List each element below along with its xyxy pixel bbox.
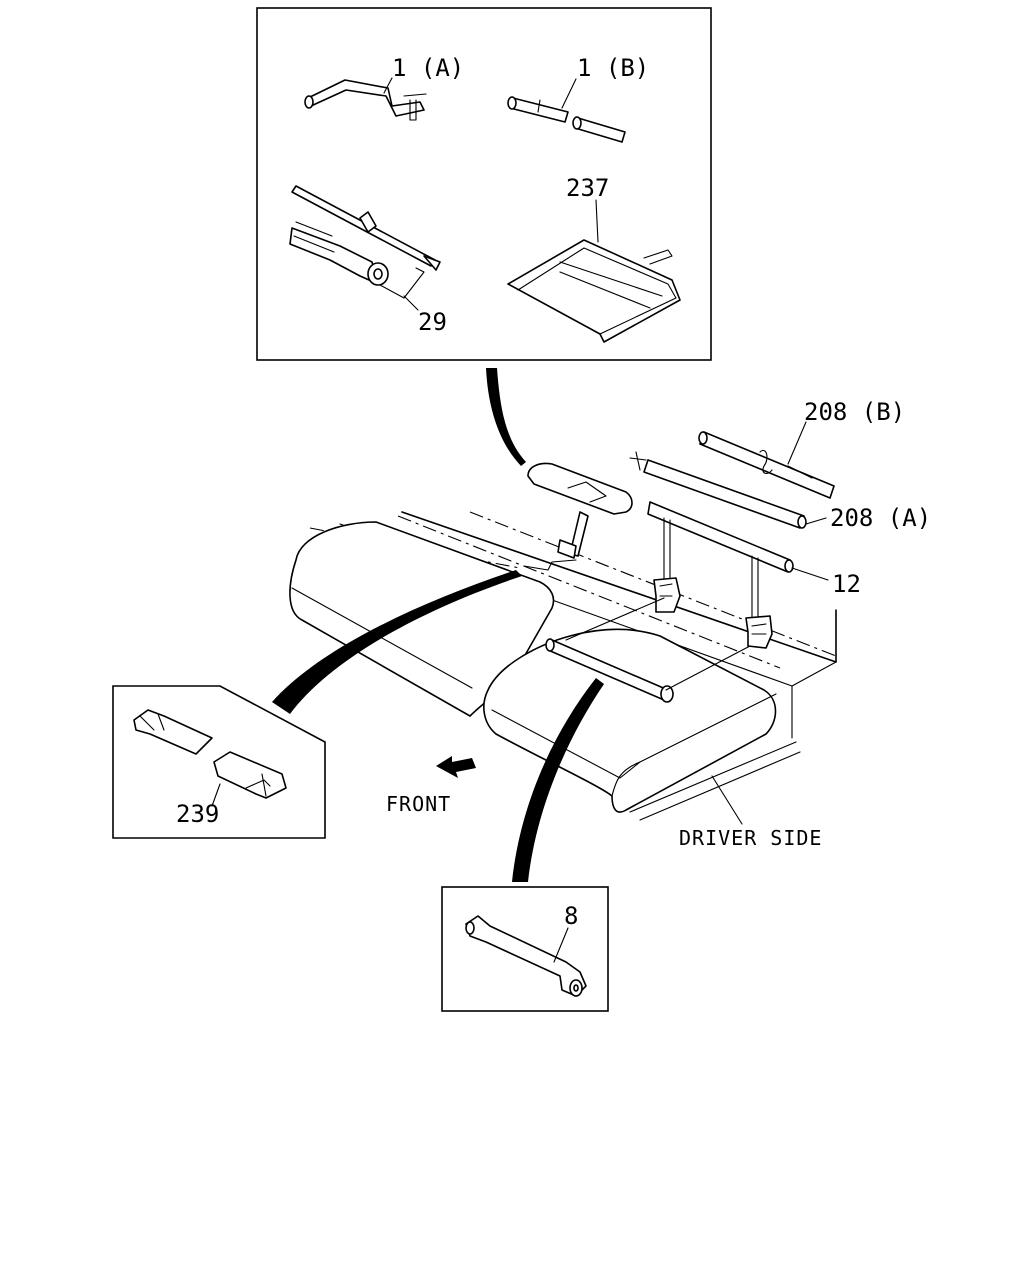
label-239: 239 xyxy=(176,800,219,828)
stowed-tool-bag xyxy=(527,462,633,515)
wrench-29 xyxy=(289,185,441,286)
seat-cushion-right xyxy=(483,628,777,813)
label-8: 8 xyxy=(564,902,578,930)
crank-handle-1a xyxy=(304,79,427,121)
label-1b: 1 (B) xyxy=(577,54,649,82)
bracket-right xyxy=(745,615,773,649)
label-208a: 208 (A) xyxy=(830,504,931,532)
label-208b: 208 (B) xyxy=(804,398,905,426)
front-label: FRONT xyxy=(386,792,451,816)
label-1a: 1 (A) xyxy=(392,54,464,82)
wheel-wrench-8 xyxy=(465,915,587,997)
driver-side-label: DRIVER SIDE xyxy=(679,826,822,850)
leader-swoosh-bottom xyxy=(512,678,604,882)
label-12: 12 xyxy=(832,570,861,598)
seat-assembly xyxy=(289,431,837,821)
leader-swoosh-left xyxy=(272,570,522,714)
leader-swoosh-top xyxy=(486,368,526,466)
label-237: 237 xyxy=(566,174,609,202)
wrench-inset: 8 xyxy=(441,886,609,1012)
tool-bag-237 xyxy=(507,239,681,343)
label-29: 29 xyxy=(418,308,447,336)
strap-239 xyxy=(133,709,287,799)
tool-kit-inset: 1 (A) 1 (B) 29 xyxy=(256,7,712,361)
strap-inset: 239 xyxy=(112,685,326,839)
front-arrow-icon xyxy=(436,756,476,778)
seat-cushion-left xyxy=(289,521,555,717)
bracket-left xyxy=(653,577,681,613)
extension-bar-1b xyxy=(507,96,626,143)
